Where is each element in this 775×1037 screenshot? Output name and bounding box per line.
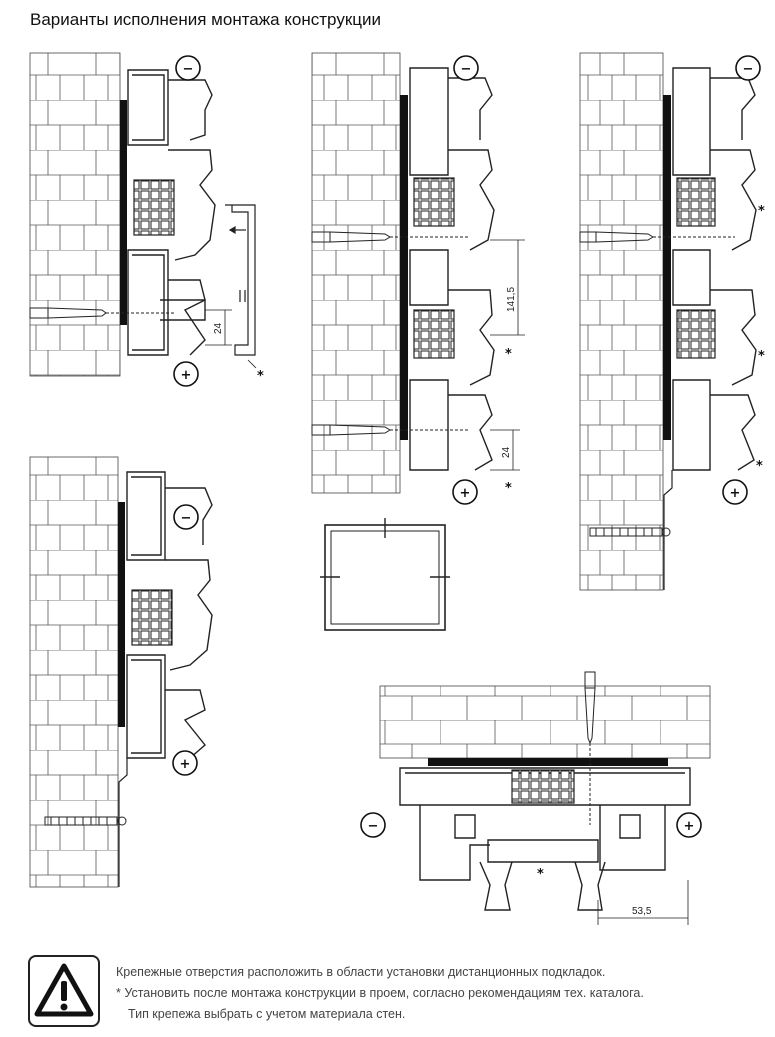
plus-circle-icon: + [452, 479, 478, 505]
plus-circle-icon: + [722, 479, 748, 505]
minus-circle-icon: − [735, 55, 761, 81]
seal-strip [428, 758, 668, 766]
dimension-gap-label: 24 [501, 446, 512, 458]
asterisk-mark: * [537, 867, 544, 882]
dimension-height-label: 141,5 [506, 287, 517, 312]
seal-strip [663, 95, 671, 440]
note-line-1: Крепежные отверстия расположить в област… [116, 965, 606, 979]
mounting-bracket [118, 758, 128, 887]
glazing-unit-upper [676, 177, 716, 227]
seal-strip [118, 502, 125, 727]
detail-1-wall-mount: 24 − + * [29, 52, 264, 387]
dimension-height [490, 239, 525, 336]
window-profile [127, 69, 216, 356]
plus-circle-icon: + [172, 750, 198, 776]
glazing-unit [511, 769, 575, 804]
anchor-bolt [584, 671, 596, 825]
frame-schematic [320, 518, 450, 631]
anchor-bolt [579, 231, 735, 243]
detail-4-bracket-mount: − + [29, 456, 213, 888]
dimension-gap-label: 24 [213, 322, 224, 334]
dimension-gap [490, 429, 520, 471]
svg-text:−: − [461, 62, 472, 77]
detail-5-horizontal-section: 53,5 − + * [360, 671, 711, 925]
seal-strip [120, 100, 127, 325]
warning-box [28, 955, 100, 1027]
svg-text:−: − [743, 62, 754, 77]
anchor-bolt-upper [311, 231, 470, 243]
svg-text:−: − [368, 819, 379, 834]
anchor-bolt [29, 307, 175, 319]
asterisk-mark: * [756, 459, 763, 474]
asterisk-mark: * [257, 369, 264, 384]
svg-text:−: − [181, 511, 192, 526]
window-profile [409, 67, 495, 471]
asterisk-mark: * [505, 347, 512, 362]
minus-circle-icon: − [175, 55, 201, 81]
anchor-bolt-lower [311, 424, 470, 436]
asterisk-mark: * [758, 204, 765, 219]
svg-text:+: + [181, 368, 192, 383]
asterisk-mark: * [758, 349, 765, 364]
detail-3-bracket-mount: − + * * * [579, 52, 765, 591]
brick-wall [579, 52, 664, 591]
window-profile [126, 471, 213, 759]
minus-circle-icon: − [453, 55, 479, 81]
glazing-unit-lower [676, 309, 716, 359]
notes-block: Крепежные отверстия расположить в област… [116, 962, 756, 1025]
minus-circle-icon: − [173, 504, 199, 530]
dimension-width [597, 880, 689, 925]
svg-text:+: + [730, 486, 741, 501]
window-profile [672, 67, 757, 471]
note-line-3: Тип крепежа выбрать с учетом материала с… [128, 1007, 406, 1021]
frame-inner [330, 530, 440, 625]
minus-circle-icon: − [360, 812, 386, 838]
anchor-screw [44, 816, 127, 826]
asterisk-mark: * [505, 481, 512, 496]
svg-text:+: + [180, 757, 191, 772]
mounting-bracket [663, 470, 673, 590]
dimension-gap [205, 309, 232, 346]
brick-wall [29, 456, 119, 888]
window-profile [399, 767, 691, 911]
brick-wall [29, 52, 121, 377]
detail-2-double-frame: 141,5 24 − + * * [311, 52, 525, 505]
glazing-unit [131, 589, 173, 646]
glazing-unit [133, 179, 175, 236]
glazing-unit-lower [413, 309, 455, 359]
svg-text:−: − [183, 62, 194, 77]
page-title: Варианты исполнения монтажа конструкции [30, 10, 381, 29]
brick-wall [311, 52, 401, 494]
anchor-screw [589, 527, 671, 537]
glazing-unit-upper [413, 177, 455, 227]
plus-circle-icon: + [173, 361, 199, 387]
frame-outer [324, 524, 446, 631]
warning-triangle-icon [34, 963, 94, 1017]
dimension-width-label: 53,5 [632, 906, 652, 917]
seal-strip [400, 95, 408, 440]
plus-circle-icon: + [676, 812, 702, 838]
brick-wall [379, 685, 711, 759]
svg-text:+: + [460, 486, 471, 501]
svg-text:+: + [684, 819, 695, 834]
note-line-2: * Установить после монтажа конструкции в… [116, 986, 644, 1000]
adapter-profile [225, 204, 256, 356]
